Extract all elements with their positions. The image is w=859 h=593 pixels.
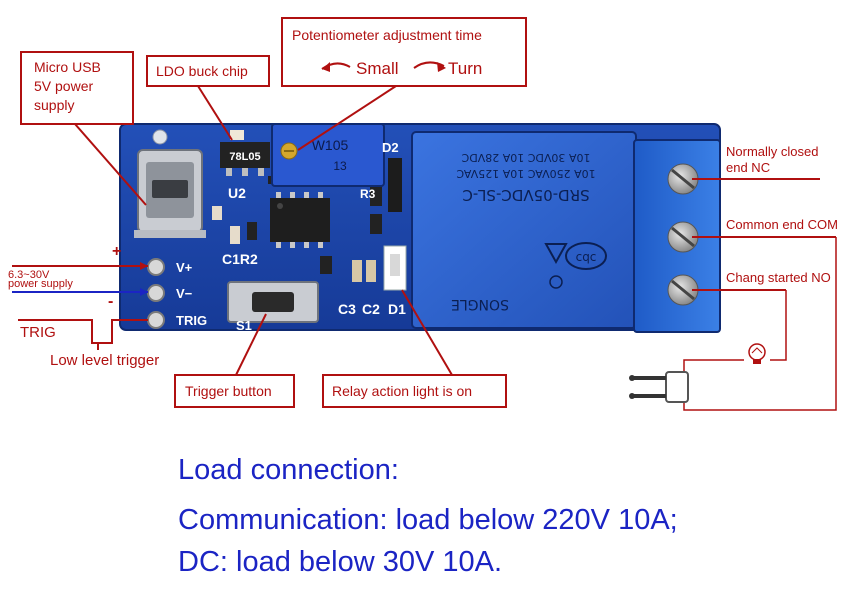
- pin-pads: [147, 258, 165, 329]
- silk-u2: U2: [228, 185, 246, 201]
- pin-vminus: V−: [176, 286, 193, 301]
- svg-text:Chang started NO: Chang started NO: [726, 270, 831, 285]
- silk-c2: C2: [362, 301, 380, 317]
- svg-text:Micro USB: Micro USB: [34, 59, 101, 75]
- relay-brand: SONGLE: [451, 296, 509, 312]
- svg-text:Potentiometer adjustment time: Potentiometer adjustment time: [292, 27, 482, 43]
- callout-com: Common end COM: [692, 217, 838, 238]
- silk-c1r2: C1R2: [222, 251, 258, 267]
- callout-potentiometer: Potentiometer adjustment time Small Turn: [281, 17, 527, 151]
- relay-model: SRD-05VDC-SL-C: [462, 186, 589, 204]
- svg-text:TRIG: TRIG: [20, 324, 56, 341]
- svg-text:Normally closed: Normally closed: [726, 144, 818, 159]
- pot-marking: W105: [312, 137, 349, 153]
- micro-usb-connector: [134, 149, 206, 238]
- relay-cert: cqc: [576, 250, 597, 264]
- silk-d2: D2: [382, 140, 399, 155]
- svg-text:power supply: power supply: [8, 278, 73, 290]
- svg-text:supply: supply: [34, 97, 74, 113]
- svg-text:end NC: end NC: [726, 160, 770, 175]
- svg-text:Turn: Turn: [448, 59, 482, 78]
- svg-text:Relay action light is on: Relay action light is on: [332, 383, 472, 399]
- callout-relay-light: Relay action light is on: [322, 289, 507, 408]
- relay-rating-1: 10A 250VAC 10A 125VAC: [456, 167, 596, 180]
- callout-trig: TRIG Low level trigger: [18, 319, 159, 369]
- svg-text:Common end COM: Common end COM: [726, 217, 838, 232]
- ldo-chip: 78L05: [220, 142, 270, 176]
- potentiometer[interactable]: W105 13: [271, 123, 385, 187]
- silk-d1: D1: [388, 301, 406, 317]
- callout-no: Chang started NO: [692, 270, 831, 291]
- power-plug-icon: [629, 371, 689, 403]
- relay: SRD-05VDC-SL-C 10A 250VAC 10A 125VAC 10A…: [411, 131, 637, 329]
- warning-triangle-icon: [544, 243, 568, 265]
- light-bulb-icon: [748, 343, 766, 364]
- trigger-button[interactable]: [227, 281, 319, 323]
- svg-text:Low level trigger: Low level trigger: [50, 352, 159, 369]
- callout-micro-usb: Micro USB 5V power supply: [20, 51, 147, 206]
- svg-text:Small: Small: [356, 59, 399, 78]
- svg-text:Trigger button: Trigger button: [185, 383, 272, 399]
- load-title: Load connection:: [178, 454, 399, 486]
- plus-sign: +: [112, 243, 121, 260]
- minus-sign: -: [108, 293, 113, 310]
- load-dc: DC: load below 30V 10A.: [178, 546, 503, 578]
- relay-rating-2: 10A 30VDC 10A 28VDC: [461, 151, 590, 164]
- callout-ldo: LDO buck chip: [146, 55, 270, 141]
- chip-marking: 78L05: [229, 151, 260, 163]
- pin-vplus: V+: [176, 260, 193, 275]
- silk-c3: C3: [338, 301, 356, 317]
- load-ac: Communication: load below 220V 10A;: [178, 504, 678, 536]
- callout-power-supply: + 6.3~30V power supply -: [8, 243, 148, 310]
- svg-text:5V power: 5V power: [34, 78, 93, 94]
- callout-trigger-button: Trigger button: [174, 313, 295, 408]
- ic-chip: [270, 192, 330, 248]
- diode-d2: [388, 158, 402, 212]
- pot-marking-2: 13: [333, 159, 347, 173]
- silk-r3: R3: [360, 187, 376, 201]
- silk-s1: S1: [236, 318, 252, 333]
- svg-text:LDO buck chip: LDO buck chip: [156, 63, 248, 79]
- callout-nc: Normally closed end NC: [692, 144, 820, 180]
- pin-trig: TRIG: [176, 313, 207, 328]
- svg-text:6.3~30V: 6.3~30V: [8, 269, 50, 281]
- led-d1: [383, 245, 407, 291]
